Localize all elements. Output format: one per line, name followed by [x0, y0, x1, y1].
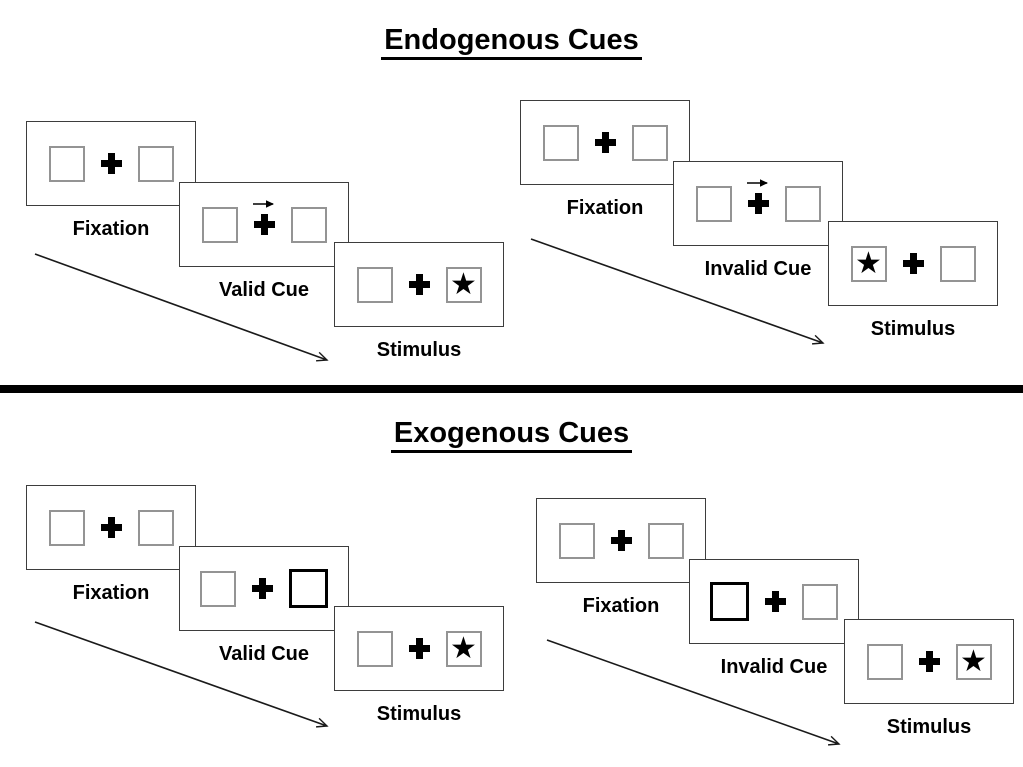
panel-label: Stimulus [376, 703, 462, 725]
left-box [558, 522, 595, 559]
cue-arrow-icon [252, 200, 274, 208]
panel-label: Stimulus [870, 318, 956, 340]
fixation-panel [26, 485, 196, 570]
fixation-cross-icon [746, 179, 769, 214]
invalid-cue-panel [673, 161, 843, 246]
endogenous-invalid-trial: Fixation Invalid Cue ★ Stimulus [520, 100, 1012, 368]
stimulus-panel: ★ [828, 221, 998, 306]
panel-label: Fixation [72, 218, 150, 240]
panel-label: Stimulus [376, 339, 462, 361]
section-title-text: Exogenous Cues [390, 417, 633, 453]
left-box [201, 206, 238, 243]
panel-label: Fixation [72, 582, 150, 604]
right-box [784, 185, 821, 222]
target-star-box: ★ [955, 643, 992, 680]
stimulus-panel: ★ [334, 606, 504, 691]
endogenous-valid-trial: Fixation Valid Cue ★ Stimulus [26, 121, 518, 389]
cued-bold-box [710, 582, 749, 621]
target-star-box: ★ [445, 630, 482, 667]
section-title-text: Endogenous Cues [381, 24, 642, 60]
right-box [290, 206, 327, 243]
left-box [48, 509, 85, 546]
panel-label: Invalid Cue [720, 656, 828, 678]
panel-label: Stimulus [886, 716, 972, 738]
fixation-cross-icon [408, 274, 430, 295]
fixation-cross-icon [252, 200, 275, 235]
panel-label: Invalid Cue [704, 258, 812, 280]
exogenous-valid-trial: Fixation Valid Cue ★ Stimulus [26, 485, 518, 753]
fixation-panel [536, 498, 706, 583]
fixation-cross-icon [594, 132, 616, 153]
target-star-box: ★ [850, 245, 887, 282]
stimulus-panel: ★ [334, 242, 504, 327]
fixation-cross-icon [610, 530, 632, 551]
panel-label: Valid Cue [218, 643, 310, 665]
invalid-cue-panel [689, 559, 859, 644]
left-box [200, 570, 236, 607]
right-box [647, 522, 684, 559]
panel-label: Fixation [582, 595, 660, 617]
target-star-box: ★ [445, 266, 482, 303]
valid-cue-panel [179, 546, 349, 631]
left-box [48, 145, 85, 182]
cued-bold-box [289, 569, 328, 608]
right-box [137, 145, 174, 182]
section-title-exogenous: Exogenous Cues [0, 417, 1023, 453]
right-box [939, 245, 976, 282]
fixation-cross-icon [100, 517, 122, 538]
section-divider [0, 385, 1023, 393]
section-title-endogenous: Endogenous Cues [0, 24, 1023, 60]
left-box [542, 124, 579, 161]
fixation-panel [26, 121, 196, 206]
right-box [802, 583, 838, 620]
stimulus-panel: ★ [844, 619, 1014, 704]
left-box [695, 185, 732, 222]
left-box [356, 630, 393, 667]
fixation-panel [520, 100, 690, 185]
fixation-cross-icon [765, 591, 786, 612]
fixation-cross-icon [408, 638, 430, 659]
fixation-cross-icon [918, 651, 940, 672]
valid-cue-panel [179, 182, 349, 267]
fixation-cross-icon [902, 253, 924, 274]
cue-arrow-icon [746, 179, 768, 187]
right-box [631, 124, 668, 161]
fixation-cross-icon [100, 153, 122, 174]
panel-label: Valid Cue [218, 279, 310, 301]
left-box [356, 266, 393, 303]
panel-label: Fixation [566, 197, 644, 219]
exogenous-invalid-trial: Fixation Invalid Cue ★ Stimulus [536, 498, 1023, 766]
right-box [137, 509, 174, 546]
left-box [866, 643, 903, 680]
fixation-cross-icon [252, 578, 273, 599]
